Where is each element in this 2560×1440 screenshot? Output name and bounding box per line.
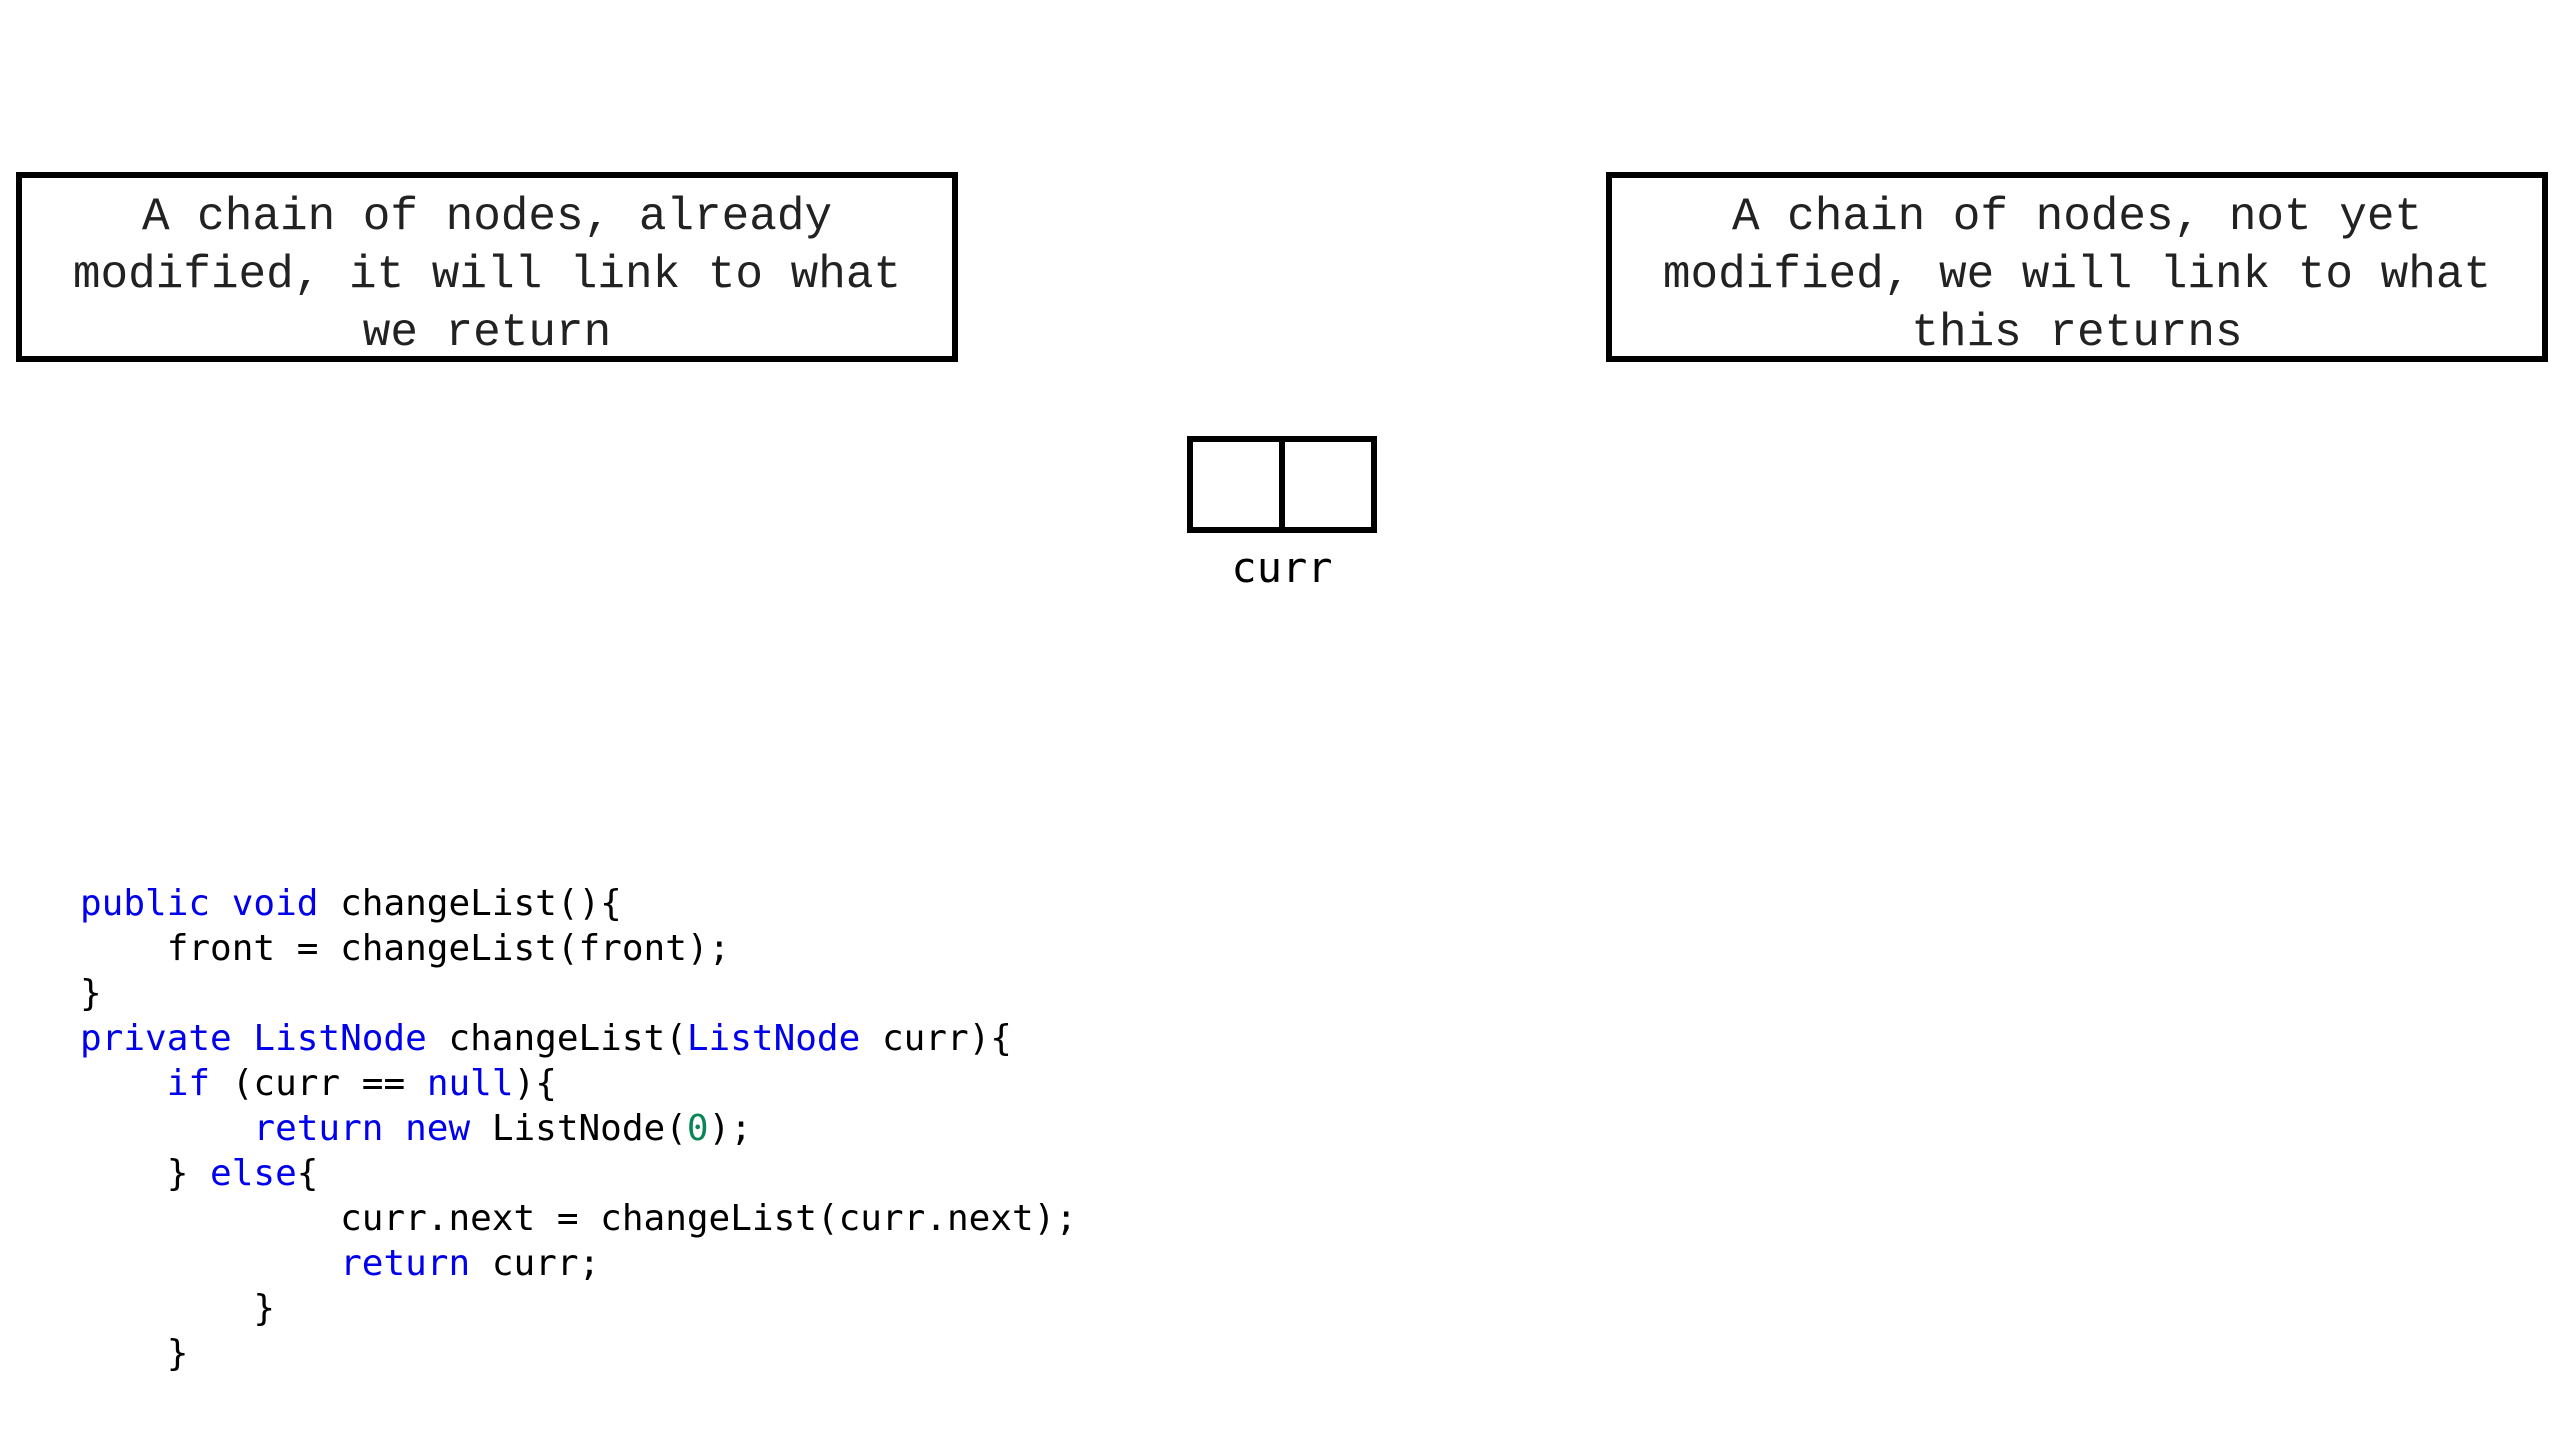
code-line: } [80, 1331, 1077, 1376]
code-text: } [80, 973, 102, 1014]
code-keyword: private ListNode [80, 1018, 427, 1059]
code-keyword: ListNode [686, 1018, 861, 1059]
code-line: } [80, 971, 1077, 1016]
code-number: 0 [686, 1108, 709, 1149]
not-yet-modified-chain-box: A chain of nodes, not yet modified, we w… [1606, 172, 2548, 362]
code-text: curr.next = changeList(curr.next); [80, 1198, 1077, 1239]
code-text: } [80, 1333, 189, 1374]
code-line: } [80, 1286, 1077, 1331]
code-text: ListNode( [470, 1108, 687, 1149]
box-text-line: A chain of nodes, already [141, 191, 833, 243]
code-text: front = changeList(front); [80, 928, 731, 969]
code-line: return curr; [80, 1241, 1077, 1286]
code-text: ); [708, 1108, 752, 1149]
code-keyword: null [426, 1063, 514, 1104]
code-keyword: return new [253, 1108, 471, 1149]
code-keyword: else [210, 1153, 297, 1194]
code-text: ){ [513, 1063, 557, 1104]
code-line: } else{ [80, 1151, 1077, 1196]
code-text [80, 1063, 167, 1104]
code-line: curr.next = changeList(curr.next); [80, 1196, 1077, 1241]
node-label-curr: curr [1231, 543, 1333, 592]
code-text: curr; [470, 1243, 601, 1284]
code-text [80, 1108, 253, 1149]
code-keyword: if [166, 1063, 211, 1104]
code-line: private ListNode changeList(ListNode cur… [80, 1016, 1077, 1061]
code-text: changeList( [426, 1018, 687, 1059]
list-node [1187, 436, 1377, 533]
code-line: front = changeList(front); [80, 926, 1077, 971]
code-line: if (curr == null){ [80, 1061, 1077, 1106]
code-keyword: public void [80, 883, 319, 924]
code-listing: public void changeList(){ front = change… [80, 881, 1077, 1376]
code-keyword: return [340, 1243, 471, 1284]
node-data-cell [1193, 442, 1279, 527]
already-modified-chain-box: A chain of nodes, already modified, it w… [16, 172, 958, 362]
code-text: } [80, 1153, 211, 1194]
box-text-line: this returns [1911, 307, 2243, 359]
box-text-line: we return [362, 307, 612, 359]
code-text: changeList(){ [318, 883, 622, 924]
code-text: curr){ [860, 1018, 1012, 1059]
code-line: public void changeList(){ [80, 881, 1077, 926]
box-text-line: modified, it will link to what [72, 249, 902, 301]
code-text: (curr == [210, 1063, 427, 1104]
box-text-line: modified, we will link to what [1662, 249, 2492, 301]
code-text: { [296, 1153, 319, 1194]
code-line: return new ListNode(0); [80, 1106, 1077, 1151]
code-text: } [80, 1288, 276, 1329]
box-text-line: A chain of nodes, not yet [1731, 191, 2423, 243]
code-text [80, 1243, 340, 1284]
node-next-cell [1279, 442, 1371, 527]
